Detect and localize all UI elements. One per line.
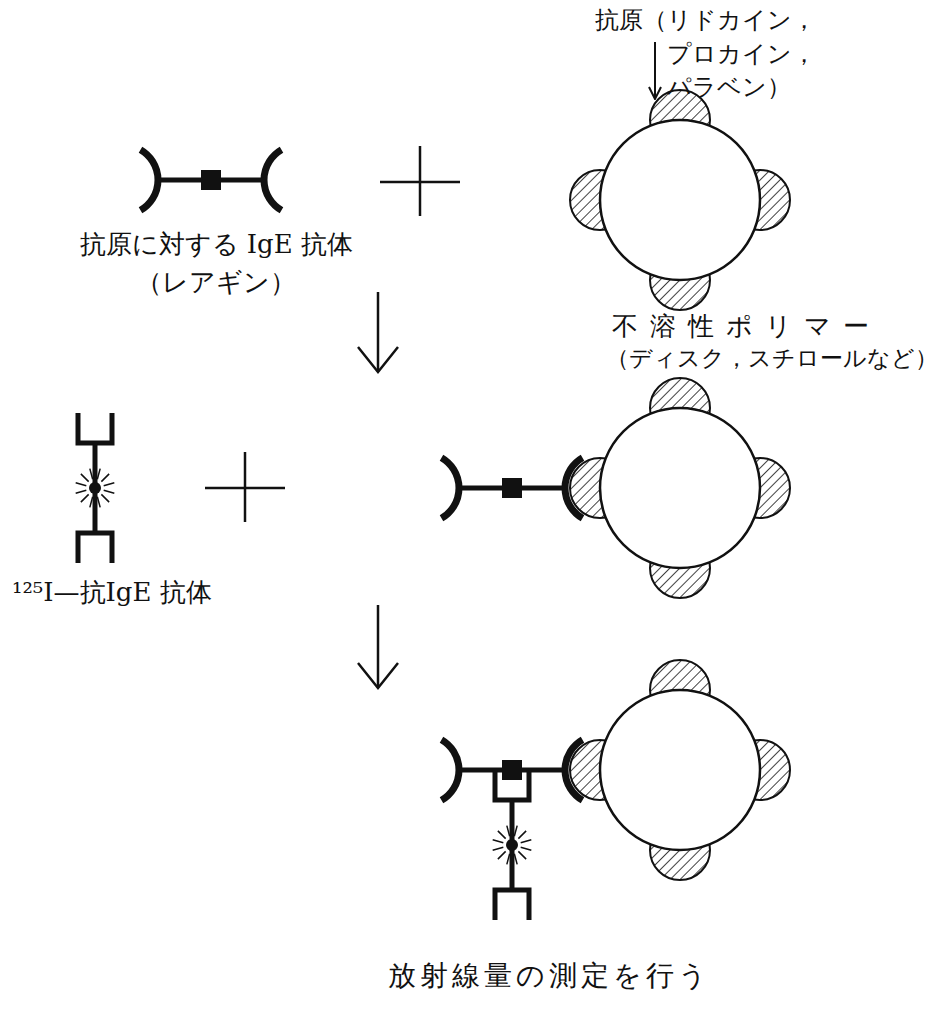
polymer-bead <box>570 660 790 880</box>
caption-text: （レアギン） <box>78 268 354 298</box>
anti-ige-antibody <box>76 413 115 563</box>
caption-text: ¹²⁵I—抗IgE 抗体 <box>12 578 214 608</box>
caption-text: 不溶性ポリマー <box>606 312 940 342</box>
plus-sign <box>244 452 247 522</box>
ige-antibody <box>442 458 583 519</box>
leader-arrow <box>654 42 656 99</box>
caption-text: 抗原に対する IgE 抗体 <box>78 230 354 260</box>
antigen-label: 抗原（リドカイン， プロカイン，パラベン） <box>595 4 939 105</box>
caption-text: 放射線量の測定を行う <box>387 960 712 992</box>
ige-antibody <box>442 740 583 801</box>
polymer-bead <box>570 90 790 310</box>
caption-text: （ディスク，スチロールなど） <box>606 345 940 371</box>
step-arrow <box>377 292 380 372</box>
anti-ige-antibody <box>493 770 532 920</box>
ige-antibody <box>141 150 282 211</box>
figure-caption: 放射線量の測定を行う <box>387 960 712 992</box>
plus-sign <box>419 146 422 216</box>
polymer-bead <box>570 378 790 598</box>
figure-caption: ¹²⁵I—抗IgE 抗体 <box>12 578 214 608</box>
figure-caption: 不溶性ポリマー （ディスク，スチロールなど） <box>606 312 940 371</box>
step-arrow <box>377 605 380 688</box>
figure-caption: 抗原に対する IgE 抗体 （レアギン） <box>78 230 354 298</box>
